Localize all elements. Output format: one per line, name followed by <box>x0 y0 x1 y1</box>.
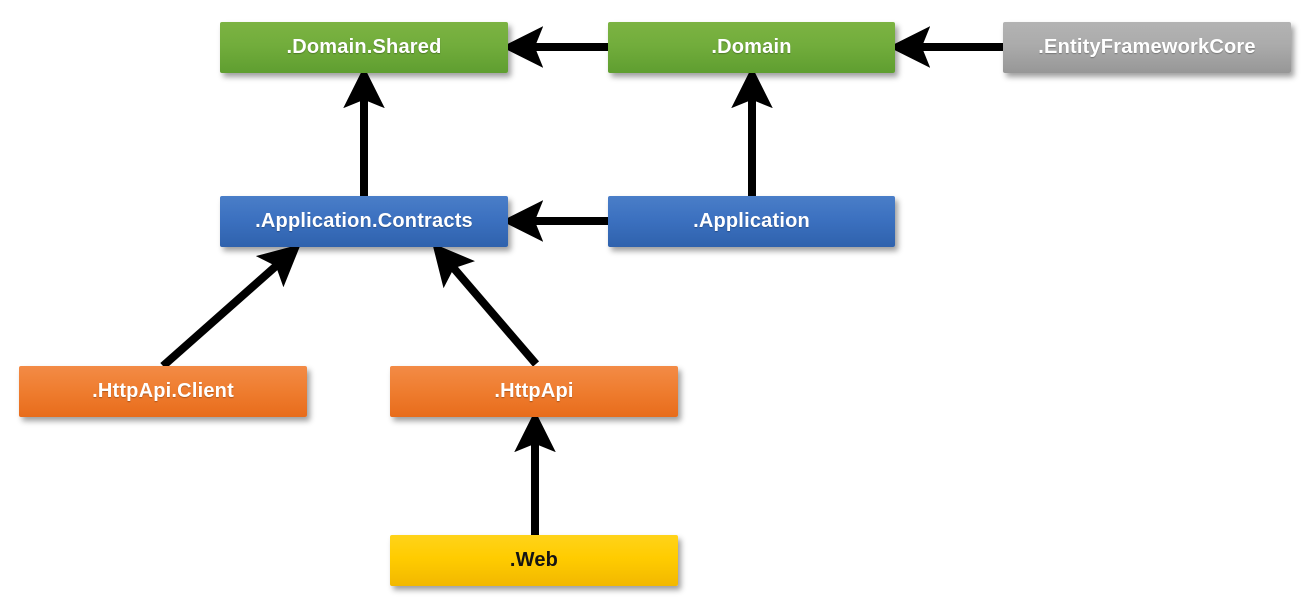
node-web[interactable]: .Web <box>390 535 678 586</box>
node-application-contracts-label: .Application.Contracts <box>255 210 473 232</box>
node-web-label: .Web <box>509 549 559 571</box>
node-domain-shared-label: .Domain.Shared <box>286 36 442 58</box>
node-httpapi[interactable]: .HttpApi <box>390 366 678 417</box>
node-domain[interactable]: .Domain <box>608 22 895 73</box>
edge-httpapi-to-application-contracts-arrow <box>432 243 540 367</box>
node-application-contracts[interactable]: .Application.Contracts <box>220 196 508 247</box>
edge-httpapi-client-to-application-contracts-arrow <box>160 244 301 369</box>
node-domain-shared[interactable]: .Domain.Shared <box>220 22 508 73</box>
node-httpapi-label: .HttpApi <box>494 380 574 402</box>
node-application-label: .Application <box>693 210 810 232</box>
node-httpapi-client-label: .HttpApi.Client <box>92 380 234 402</box>
node-application[interactable]: .Application <box>608 196 895 247</box>
node-httpapi-client[interactable]: .HttpApi.Client <box>19 366 307 417</box>
node-entityframeworkcore[interactable]: .EntityFrameworkCore <box>1003 22 1291 73</box>
node-domain-label: .Domain <box>711 36 792 58</box>
node-entityframeworkcore-label: .EntityFrameworkCore <box>1038 36 1256 58</box>
